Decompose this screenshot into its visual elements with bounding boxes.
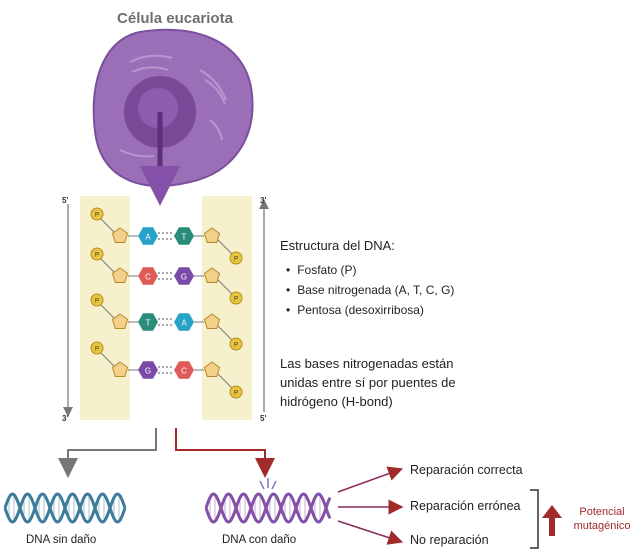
arrow-to-damaged bbox=[175, 428, 275, 478]
sugar-right bbox=[203, 361, 221, 377]
phosphate-left-label: P bbox=[95, 213, 99, 219]
backbone-link-right bbox=[217, 239, 233, 255]
damaged-dna-label: DNA con daño bbox=[222, 534, 297, 546]
phosphate-right bbox=[229, 251, 243, 265]
dna-components-list: Fosfato (P) Base nitrogenada (A, T, C, G… bbox=[286, 262, 454, 322]
cell-title: Célula eucariota bbox=[117, 10, 233, 27]
phosphate-left-label: P bbox=[95, 347, 99, 353]
correct-repair-label: Reparación correcta bbox=[410, 463, 523, 477]
phosphate-left bbox=[90, 247, 104, 261]
sugar-right bbox=[203, 227, 221, 243]
phosphate-right bbox=[229, 291, 243, 305]
nucleus-inner bbox=[138, 88, 178, 128]
phosphate-right-label: P bbox=[234, 297, 238, 303]
wrong-repair-label: Reparación errónea bbox=[410, 499, 521, 513]
eukaryotic-cell bbox=[92, 28, 254, 206]
component-base: Base nitrogenada (A, T, C, G) bbox=[286, 282, 454, 302]
mutagenic-bracket bbox=[530, 489, 539, 549]
sugar-right bbox=[203, 267, 221, 283]
backbone-link-right bbox=[217, 373, 233, 389]
helix-strand-2 bbox=[3, 492, 127, 524]
left-strand-top-label: 5' bbox=[62, 196, 69, 205]
backbone-link-left bbox=[99, 303, 115, 319]
component-pentose: Pentosa (desoxirribosa) bbox=[286, 302, 454, 322]
base-right-label: G bbox=[181, 273, 187, 282]
mutagenic-potential-label: Potencial mutagénico bbox=[573, 506, 631, 532]
backbone-link-right bbox=[217, 325, 233, 341]
helix-strand-2 bbox=[204, 492, 332, 524]
backbone-link-left bbox=[99, 351, 115, 367]
arrow-to-undamaged bbox=[58, 428, 157, 478]
base-right-label: C bbox=[181, 367, 187, 376]
right-strand-bottom-label: 5' bbox=[260, 414, 267, 423]
sugar-left bbox=[111, 361, 129, 377]
base-right-A bbox=[174, 313, 194, 331]
sugar-left bbox=[111, 227, 129, 243]
phosphate-left bbox=[90, 341, 104, 355]
no-repair-label: No reparación bbox=[410, 533, 489, 547]
left-strand-bottom-label: 3' bbox=[62, 414, 69, 423]
damaged-dna-helix bbox=[204, 492, 332, 524]
phosphate-right bbox=[229, 385, 243, 399]
organelle-arcs bbox=[119, 54, 227, 158]
sugar-right bbox=[203, 313, 221, 329]
backbone-link-left bbox=[99, 217, 115, 233]
dna-structure-title: Estructura del DNA: bbox=[280, 238, 395, 253]
up-arrow-icon bbox=[542, 505, 562, 536]
base-left-A bbox=[138, 227, 158, 245]
base-right-label: A bbox=[181, 319, 187, 328]
base-left-C bbox=[138, 267, 158, 285]
undamaged-dna-label: DNA sin daño bbox=[26, 534, 97, 546]
arrow-correct-repair bbox=[337, 466, 404, 493]
phosphate-right-label: P bbox=[234, 391, 238, 397]
backbone-link-left bbox=[99, 257, 115, 273]
phosphate-left bbox=[90, 293, 104, 307]
base-right-T bbox=[174, 227, 194, 245]
base-left-label: T bbox=[146, 319, 151, 328]
phosphate-left-label: P bbox=[95, 299, 99, 305]
hydrogen-bond-note: Las bases nitrogenadas están unidas entr… bbox=[280, 356, 456, 409]
base-left-label: A bbox=[145, 233, 151, 242]
backbone-link-right bbox=[217, 279, 233, 295]
component-phosphate: Fosfato (P) bbox=[286, 262, 454, 282]
base-left-label: G bbox=[145, 367, 151, 376]
phosphate-left-label: P bbox=[95, 253, 99, 259]
arrow-no-repair bbox=[337, 520, 404, 545]
helix-strand-1 bbox=[204, 492, 332, 524]
sugar-left bbox=[111, 313, 129, 329]
base-pairs-group: P P A T P P C G P P T A P P G C bbox=[90, 207, 243, 399]
phosphate-right-label: P bbox=[234, 257, 238, 263]
base-left-T bbox=[138, 313, 158, 331]
base-left-G bbox=[138, 361, 158, 379]
base-right-G bbox=[174, 267, 194, 285]
phosphate-right-label: P bbox=[234, 343, 238, 349]
phosphate-left bbox=[90, 207, 104, 221]
undamaged-dna-helix bbox=[3, 492, 127, 524]
right-strand-top-label: 3' bbox=[260, 196, 267, 205]
dna-structure: P P A T P P C G P P T A P P G C bbox=[63, 196, 269, 420]
base-right-C bbox=[174, 361, 194, 379]
sugar-left bbox=[111, 267, 129, 283]
damage-spark-icon bbox=[259, 478, 277, 490]
phosphate-right bbox=[229, 337, 243, 351]
base-right-label: T bbox=[182, 233, 187, 242]
base-left-label: C bbox=[145, 273, 151, 282]
